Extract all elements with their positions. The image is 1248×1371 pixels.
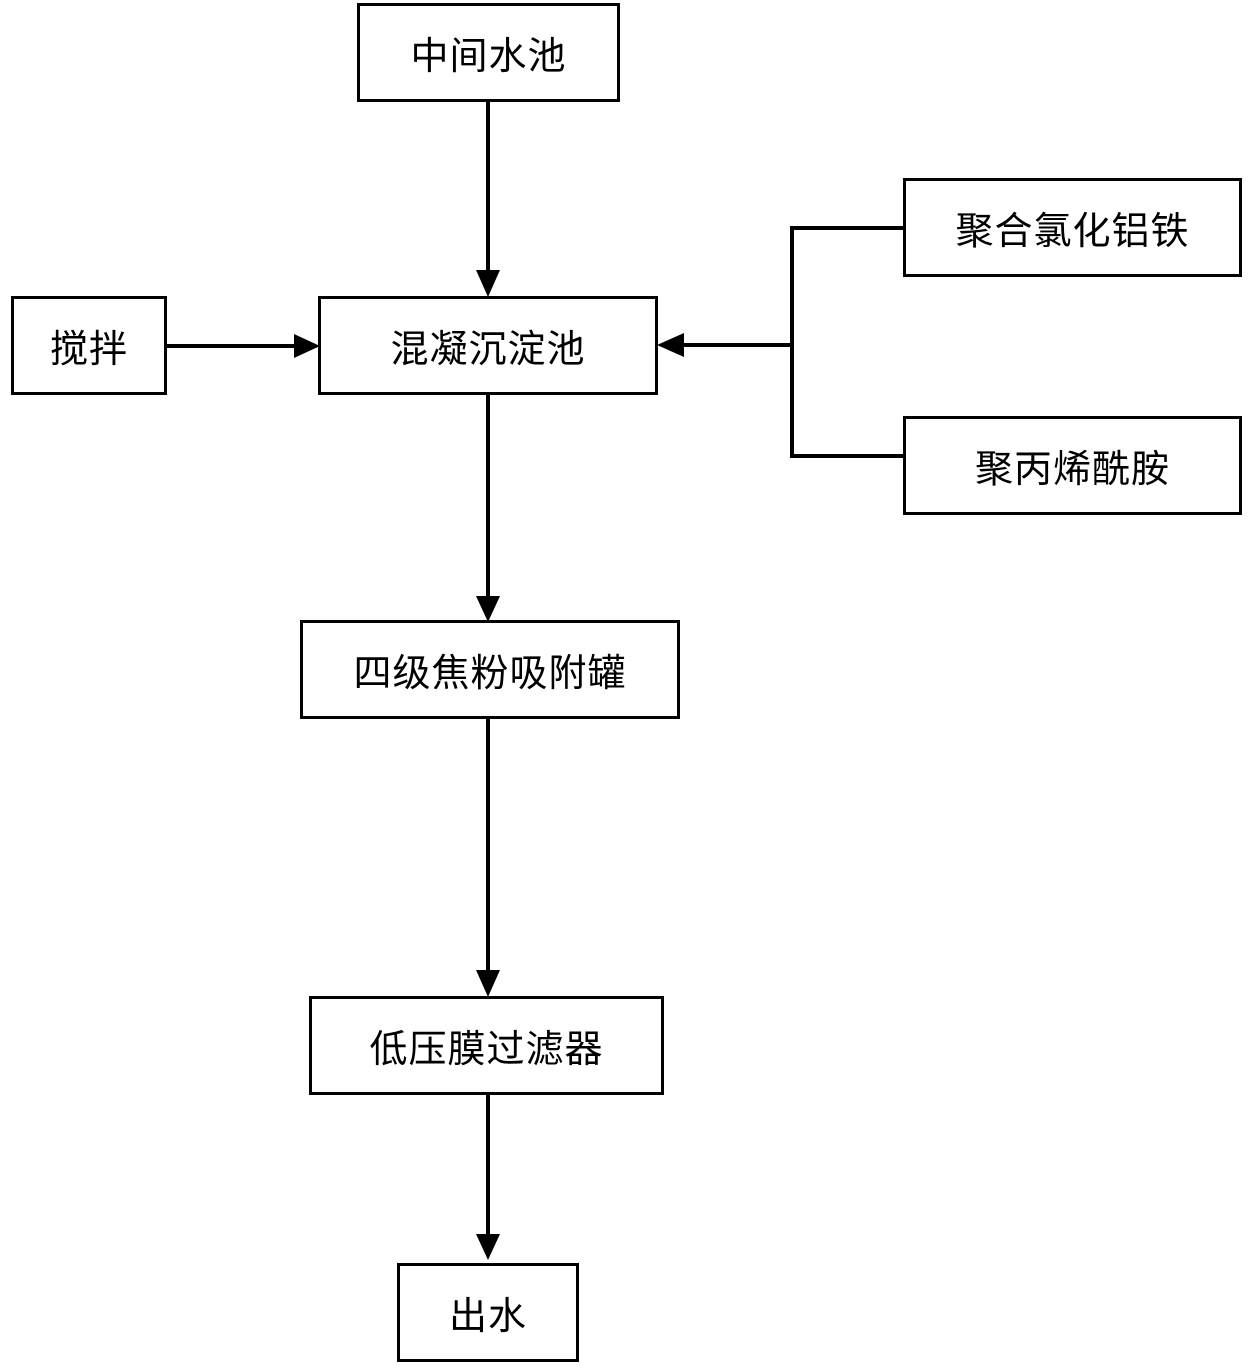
pam-node: 聚丙烯酰胺	[903, 416, 1242, 515]
arrowhead-into-coagulation-right	[657, 333, 684, 357]
arrowhead-into-adsorption	[476, 596, 500, 622]
pafc-node: 聚合氯化铝铁	[903, 178, 1242, 277]
effluent-node: 出水	[397, 1263, 579, 1362]
low-pressure-membrane-filter-node: 低压膜过滤器	[309, 996, 664, 1095]
arrowhead-into-coagulation-left	[294, 334, 320, 358]
arrowhead-into-coagulation-top	[476, 270, 500, 297]
arrowhead-into-membrane	[476, 970, 500, 997]
stirring-node: 搅拌	[11, 296, 167, 395]
coke-powder-adsorption-tank-node: 四级焦粉吸附罐	[300, 620, 680, 719]
coagulation-sedimentation-tank-label: 混凝沉淀池	[390, 327, 586, 371]
pam-label: 聚丙烯酰胺	[974, 447, 1170, 491]
pafc-label: 聚合氯化铝铁	[955, 209, 1190, 253]
arrowhead-into-effluent	[476, 1234, 500, 1260]
stirring-label: 搅拌	[49, 327, 128, 371]
intermediate-pool-label: 中间水池	[410, 34, 567, 78]
coke-powder-adsorption-tank-label: 四级焦粉吸附罐	[353, 651, 627, 695]
effluent-label: 出水	[448, 1294, 527, 1338]
low-pressure-membrane-filter-label: 低压膜过滤器	[369, 1027, 604, 1071]
intermediate-pool-node: 中间水池	[357, 3, 620, 102]
coagulation-sedimentation-tank-node: 混凝沉淀池	[318, 296, 658, 395]
